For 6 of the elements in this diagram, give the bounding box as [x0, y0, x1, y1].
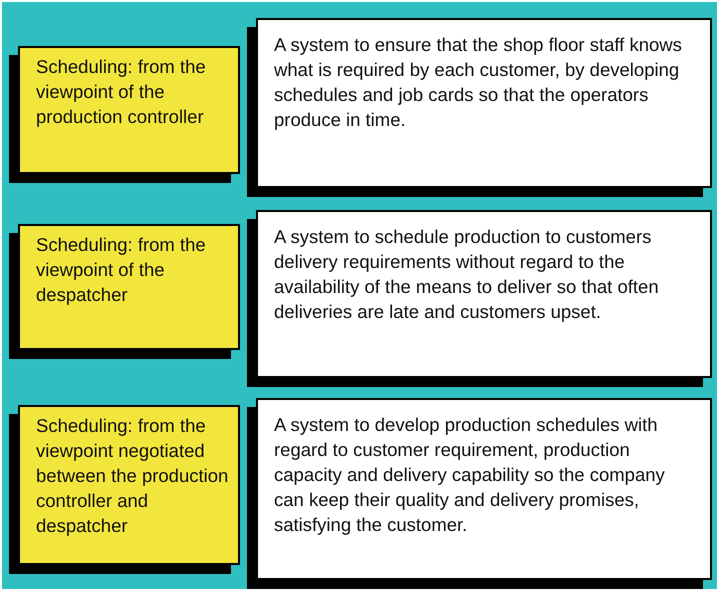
- description-text: A system to develop production schedules with regard to customer requirement, production capacity and delivery capability so the company can keep their quality and delivery promises, satisfying the customer.: [274, 413, 666, 537]
- heading-text: Scheduling: from the viewpoint negotiated between the production controller and despatcher: [36, 414, 230, 538]
- description-text: A system to schedule production to customers delivery requirements without regard to the availability of the means to deliver so that often deliveries are late and customers upset.: [274, 225, 660, 324]
- heading-text: Scheduling: from the viewpoint of the production controller: [36, 55, 207, 129]
- description-text: A system to ensure that the shop floor staff knows what is required by each customer, by developing schedules and job cards so that the operators produce in time.: [274, 33, 683, 132]
- heading-text: Scheduling: from the viewpoint of the despatcher: [36, 233, 207, 307]
